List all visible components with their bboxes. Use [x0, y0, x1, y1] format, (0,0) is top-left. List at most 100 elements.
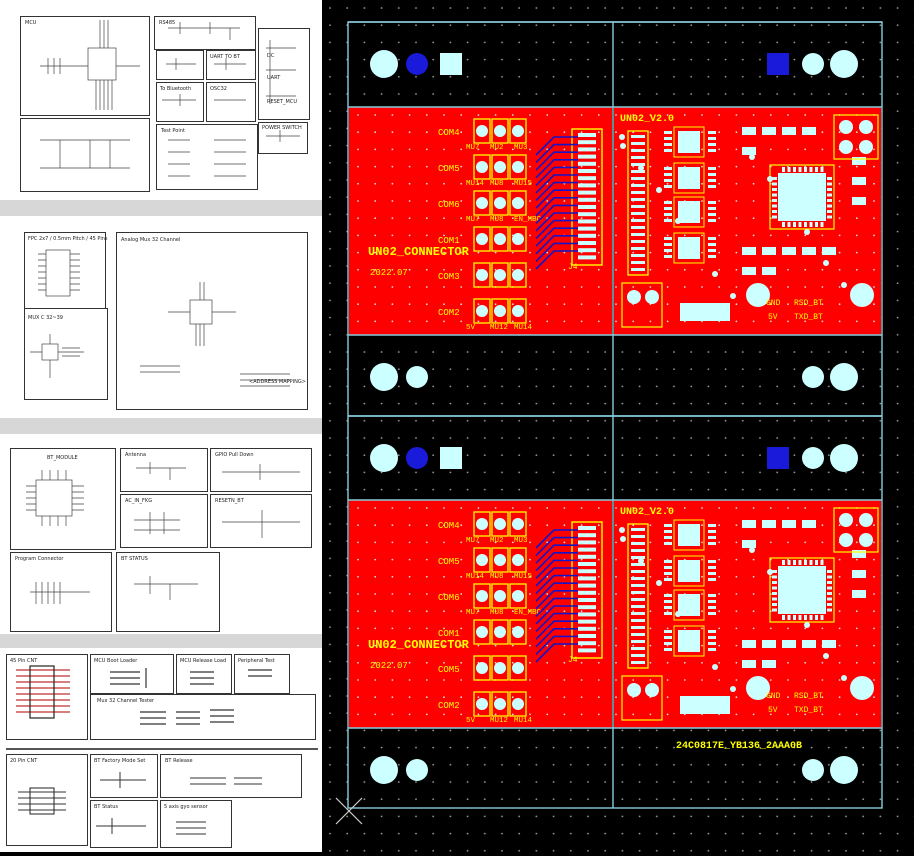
grid-dot [563, 303, 566, 306]
grid-dot [460, 182, 463, 185]
grid-dot [718, 661, 721, 664]
header-pad-outline [509, 154, 527, 180]
grid-dot [408, 524, 411, 527]
grid-dot [787, 696, 789, 699]
grid-dot [855, 627, 858, 630]
grid-dot [477, 541, 480, 544]
passive-pad [802, 247, 816, 255]
grid-dot [873, 558, 875, 561]
grid-dot [391, 114, 394, 116]
header-pad [512, 698, 524, 710]
via [693, 633, 699, 639]
ic-pin [664, 630, 672, 633]
via [749, 547, 755, 553]
header-pad-outline [509, 655, 527, 681]
power-block [20, 118, 150, 192]
header-pad-outline [491, 583, 509, 609]
ic-pin [708, 642, 716, 645]
grid-dot [666, 507, 669, 509]
grid-dot [425, 165, 428, 168]
header-pad-outline [491, 547, 509, 573]
grid-dot [752, 713, 755, 716]
grid-dot [425, 507, 428, 509]
via [823, 653, 829, 659]
grid-dot [769, 303, 772, 306]
ic-pin [708, 243, 716, 246]
grid-dot [752, 575, 755, 578]
grid-dot [735, 148, 738, 151]
grid-dot [529, 507, 531, 509]
header-pad [839, 513, 853, 527]
side-connector-pin [631, 619, 645, 622]
ic-silk [673, 625, 705, 657]
grid-dot [632, 610, 635, 613]
grid-dot [357, 200, 359, 202]
grid-dot [357, 182, 359, 185]
grid-dot [511, 661, 514, 664]
grid-dot [580, 661, 583, 664]
mcu-pin [827, 215, 832, 219]
grid-dot [718, 627, 721, 630]
signal-trace [535, 136, 578, 156]
grid-dot [529, 131, 531, 134]
passive-pad [762, 660, 776, 668]
signal-trace [535, 166, 578, 186]
schematic-sheet-4[interactable]: 45 Pin CNT MCU Boot Loader MCU Release L… [0, 648, 322, 744]
grid-dot [374, 524, 377, 527]
com-label: COM4 [438, 128, 460, 138]
ic-pin [664, 648, 672, 651]
schematic-sheet-2[interactable]: FPC 2x7 / 0.5mm Pitch / 45 Pins MUX C 32… [0, 216, 322, 418]
schematic-sheet-3[interactable]: BT_MODULE Antenna GPIO Pull Down AC_IN_F… [0, 434, 322, 634]
grid-dot [873, 524, 875, 527]
header-pad [476, 662, 488, 674]
grid-dot [460, 148, 463, 151]
fpc-pin [578, 255, 596, 260]
grid-dot [838, 303, 841, 306]
grid-dot [821, 507, 824, 509]
grid-dot [649, 575, 652, 578]
grid-dot [787, 268, 789, 271]
grid-dot [615, 558, 617, 561]
grid-dot [597, 593, 600, 595]
grid-dot [374, 320, 377, 323]
fiducial-via [406, 53, 428, 75]
grid-dot [460, 114, 463, 116]
large-pad [850, 676, 874, 700]
grid-dot [804, 286, 807, 288]
grid-dot [718, 524, 721, 527]
mcu-pin [820, 560, 824, 565]
fpc-pin [578, 605, 596, 610]
grid-dot [425, 148, 428, 151]
gpio-block: GPIO Pull Down [210, 448, 312, 492]
side-connector-pin [631, 240, 645, 243]
grid-dot [597, 713, 600, 716]
mux-label: MU12 [490, 717, 508, 725]
5v-label: 5V [768, 313, 778, 322]
grid-dot [615, 575, 617, 578]
grid-dot [787, 286, 789, 288]
grid-dot [374, 507, 377, 509]
ic-pin [708, 179, 716, 182]
rsd-label: RSD_BT [794, 692, 823, 701]
grid-dot [735, 234, 738, 237]
grid-dot [408, 320, 411, 323]
grid-dot [787, 320, 789, 323]
grid-dot [580, 524, 583, 527]
grid-dot [838, 558, 841, 561]
grid-dot [357, 320, 359, 323]
grid-dot [511, 696, 514, 699]
grid-dot [632, 165, 635, 168]
grid-dot [546, 524, 549, 527]
schematic-sheet-1[interactable]: MCU RS485 UART TO BT To Bluetooth OSC32 … [0, 0, 322, 200]
grid-dot [701, 679, 703, 681]
header-pad [476, 518, 488, 530]
grid-dot [511, 713, 514, 716]
ic-pin [708, 542, 716, 545]
grid-dot [511, 320, 514, 323]
schematic-sheet-5[interactable]: 20 Pin CNT BT Factory Mode Set BT Releas… [0, 754, 322, 852]
header-pad [859, 513, 873, 527]
grid-dot [443, 644, 445, 647]
